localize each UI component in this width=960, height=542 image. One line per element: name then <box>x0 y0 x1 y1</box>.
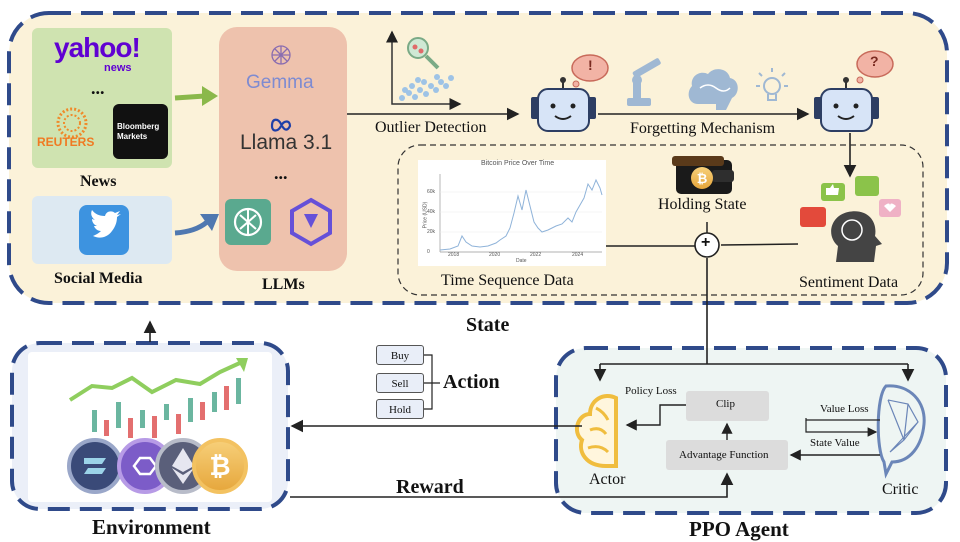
mini-chart-title: Bitcoin Price Over Time <box>481 160 555 167</box>
ppo-agent-panel <box>554 346 948 515</box>
state-value-label: State Value <box>810 437 860 449</box>
gemma-label: Gemma <box>246 72 314 93</box>
news-ellipsis: ... <box>91 78 105 98</box>
bloomberg-logo-icon <box>113 104 168 159</box>
svg-text:₿: ₿ <box>209 451 230 481</box>
bloomberg-logo-text: Bloomberg <box>117 122 160 131</box>
chatgpt-icon <box>225 199 271 245</box>
outlier-detection-label: Outlier Detection <box>375 119 487 136</box>
robot-icon <box>531 77 596 132</box>
news-label: News <box>80 173 117 190</box>
holding-state-label: Holding State <box>658 196 747 213</box>
mini-chart-x-tick: 2024 <box>572 252 584 258</box>
llama-label: Llama 3.1 <box>240 131 333 154</box>
meta-icon <box>270 118 292 132</box>
mini-chart-y-tick: 20k <box>427 229 436 235</box>
sentiment-icon <box>800 176 901 262</box>
sentiment-data-label: Sentiment Data <box>799 274 899 291</box>
candlestick-chart-icon <box>68 358 248 438</box>
llms-label: LLMs <box>262 276 305 293</box>
scatter-plot-icon <box>386 30 462 110</box>
value-loss-label: Value Loss <box>820 403 869 415</box>
bitcoin-price-chart <box>418 160 606 266</box>
robot-icon <box>814 77 879 132</box>
mini-chart-y-tick: 40k <box>427 209 436 215</box>
thought-bubble-icon <box>571 54 609 88</box>
advantage-function-label: Advantage Function <box>679 449 769 461</box>
advantage-function-box <box>666 440 788 470</box>
forgetting-mechanism-label: Forgetting Mechanism <box>630 120 776 137</box>
lightbulb-icon <box>756 68 788 101</box>
state-title: State <box>466 314 510 336</box>
actor-label: Actor <box>589 471 626 488</box>
critic-label: Critic <box>882 481 919 498</box>
reuters-logo-text: REUTERS <box>37 135 95 149</box>
bubble-mark-exclaim: ! <box>588 57 593 73</box>
mini-chart-y-tick: 0 <box>427 249 430 255</box>
clip-to-actor-arrow <box>625 404 686 431</box>
ppo-agent-title: PPO Agent <box>689 517 789 541</box>
mini-chart-ylabel: Price (USD) <box>422 201 429 229</box>
bloomberg-logo-subtext: Markets <box>117 132 148 141</box>
brain-icon <box>688 69 738 110</box>
mini-chart-y-tick: 60k <box>427 189 436 195</box>
clip-label: Clip <box>716 398 735 410</box>
concat-node <box>694 232 720 258</box>
news-to-llm-arrow <box>174 93 206 101</box>
action-button-hold[interactable]: Hold <box>376 399 424 419</box>
action-title: Action <box>443 371 500 393</box>
yahoo-news-label: news <box>104 62 132 74</box>
reuters-logo-icon <box>56 107 88 139</box>
reward-label: Reward <box>396 476 464 498</box>
social-to-llm-arrow <box>174 220 209 236</box>
critic-network-icon <box>876 384 926 479</box>
clip-box <box>686 391 769 421</box>
reward-arrow <box>290 472 734 498</box>
llm-ellipsis: ... <box>274 163 288 183</box>
qwen-icon <box>290 197 332 247</box>
crypto-coins-icon: ₿ <box>67 438 248 494</box>
action-bracket <box>424 354 440 410</box>
time-sequence-label: Time Sequence Data <box>441 272 574 289</box>
concat-symbol: + <box>701 234 711 251</box>
state-features-panel <box>397 144 924 296</box>
bubble-mark-question: ? <box>870 53 879 69</box>
yahoo-logo: yahoo! <box>54 32 141 63</box>
mini-chart-x-tick: 2018 <box>448 252 460 258</box>
thought-bubble-icon <box>856 50 894 84</box>
actor-brain-icon <box>574 394 618 468</box>
mini-chart-xlabel: Date <box>516 258 527 264</box>
action-button-sell[interactable]: Sell <box>376 373 424 393</box>
policy-loss-label: Policy Loss <box>625 385 677 397</box>
robot-arm-icon <box>627 58 661 106</box>
mini-chart-x-tick: 2022 <box>530 252 542 258</box>
social-media-label: Social Media <box>54 270 143 287</box>
wallet-icon: ₿ <box>672 156 734 194</box>
action-button-buy[interactable]: Buy <box>376 345 424 365</box>
gemma-icon <box>271 45 291 65</box>
mini-chart-x-tick: 2020 <box>489 252 501 258</box>
svg-text:₿: ₿ <box>697 171 708 186</box>
sentiment-connector <box>720 243 799 246</box>
environment-title: Environment <box>92 515 211 539</box>
